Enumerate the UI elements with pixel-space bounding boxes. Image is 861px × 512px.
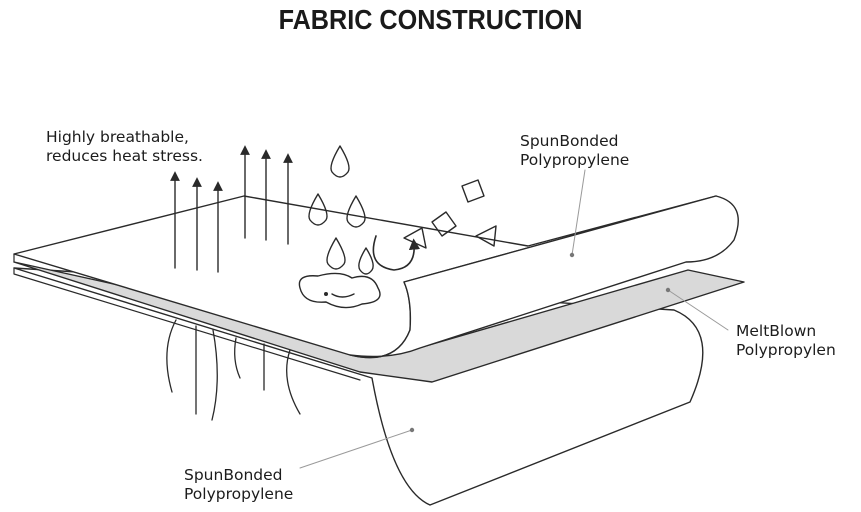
top-layer-line-1: SpunBonded [520,132,619,150]
air-line [166,319,177,393]
middle-layer-leader [667,289,729,331]
water-puddle-dot [324,292,328,296]
top-layer-label: SpunBonded Polypropylene [520,132,629,170]
particle-square-icon [431,211,457,237]
top-layer-dot [569,252,575,258]
bottom-layer-label: SpunBonded Polypropylene [184,466,293,504]
middle-layer-line-1: MeltBlown [736,322,817,340]
bottom-layer-dot [409,427,415,433]
bottom-layer-leader [299,429,413,469]
breathable-line-2: reduces heat stress. [46,147,203,165]
diagram-title: FABRIC CONSTRUCTION [278,4,583,35]
water-drop-icon [358,247,374,275]
water-drops [298,145,381,309]
air-line [211,329,218,421]
bottom-layer-edge [13,267,361,381]
repel-arrow-icon [372,235,421,271]
water-drop-icon [346,195,366,228]
top-layer-roll [349,195,739,359]
bottom-layer-line-1: SpunBonded [184,466,283,484]
particle-triangle-icon [403,227,427,249]
breathable-line-1: Highly breathable, [46,128,189,146]
air-line [234,337,241,379]
water-puddle-icon [298,272,381,309]
middle-layer-dot [665,287,671,293]
top-layer-line-2: Polypropylene [520,151,630,169]
middle-layer-line-2: Polypropylen [736,341,836,359]
air-flow-arrows [170,145,293,273]
particle-triangle-icon [475,225,497,247]
particles [403,179,497,249]
bottom-layer-line-2: Polypropylene [184,485,294,503]
top-layer-leader [571,169,586,256]
water-puddle-mark [331,293,355,298]
breathable-label: Highly breathable, reduces heat stress. [46,128,203,166]
particle-square-icon [461,179,485,203]
water-drop-icon [308,193,328,226]
middle-layer-label: MeltBlown Polypropylen [736,322,836,360]
air-lines-below [166,319,301,421]
air-line [286,349,301,415]
water-drop-icon [330,145,350,178]
water-drop-icon [326,237,346,270]
